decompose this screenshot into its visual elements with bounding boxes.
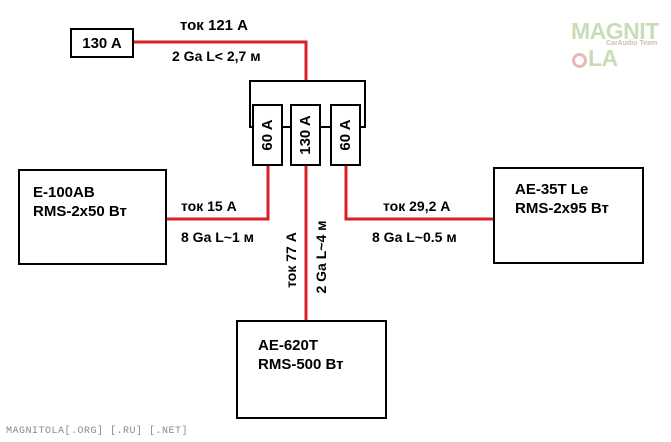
fuse-right-label: 60 A [337,119,354,151]
amp-bottom-name: AE-620T [258,337,319,354]
fuse-center: 130 A [290,104,321,166]
left-branch-wire [167,166,270,221]
amp-left-rms: RMS-2x50 Вт [33,203,127,220]
amp-right-name: AE-35T Le [515,181,589,198]
main-feed-current: ток 121 A [180,17,249,34]
right-branch-wire [344,166,493,221]
main-fuse-label: 130 A [82,35,122,52]
amp-left-box: E-100AB RMS-2x50 Вт [18,169,167,265]
amp-left-name: E-100AB [33,184,95,201]
left-link-current: ток 15 A [181,198,237,214]
fuse-left: 60 A [252,104,283,166]
logo-ring-icon [572,53,587,68]
fuse-center-label: 130 A [297,115,314,155]
main-power-wire [134,40,308,80]
amp-bottom-box: AE-620T RMS-500 Вт [236,320,387,419]
bottom-link-cable: 2 Ga L~4 м [313,220,329,294]
magnitola-logo: MAGNITLA CarAudio Team [571,18,659,71]
fuse-left-label: 60 A [259,119,276,151]
right-link-cable: 8 Ga L~0.5 м [372,229,457,245]
amp-bottom-rms: RMS-500 Вт [258,356,344,373]
footer-watermark: MAGNITOLA[.ORG] [.RU] [.NET] [6,426,189,437]
left-link-cable: 8 Ga L~1 м [181,229,255,245]
main-feed-cable: 2 Ga L< 2,7 м [172,48,261,64]
main-fuse-box: 130 A [70,28,134,58]
fuse-right: 60 A [330,104,361,166]
bottom-link-current: ток 77 A [283,232,299,288]
amp-right-box: AE-35T Le RMS-2x95 Вт [493,167,644,264]
right-link-current: ток 29,2 A [383,198,451,214]
amp-right-rms: RMS-2x95 Вт [515,200,609,217]
